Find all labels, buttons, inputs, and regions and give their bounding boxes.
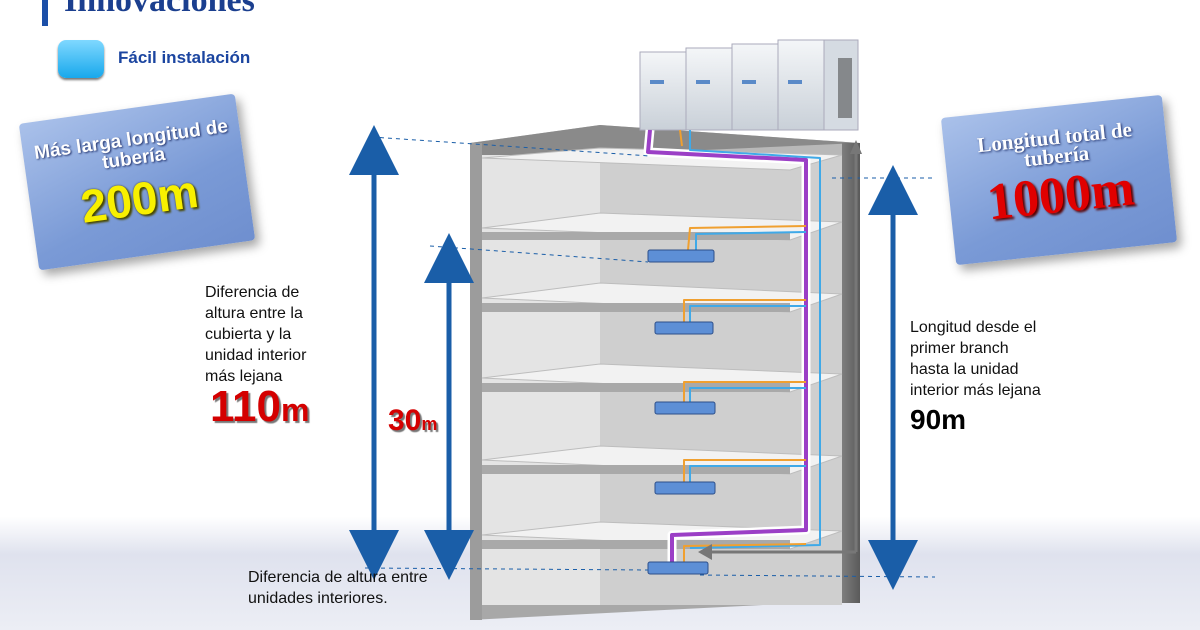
annotation-line: Longitud desde el bbox=[910, 319, 1037, 336]
unit-logos bbox=[650, 80, 802, 84]
branch-pointer-arrow bbox=[698, 140, 862, 560]
annotation-first-branch: Longitud desde el primer branch hasta la… bbox=[910, 317, 1041, 401]
outdoor-unit bbox=[731, 43, 779, 131]
page-title: Innovaciones bbox=[64, 0, 255, 19]
annotation-line: más lejana bbox=[205, 368, 283, 385]
title-accent-bar bbox=[42, 0, 48, 26]
blue-branches bbox=[689, 231, 807, 484]
value-30m: 30m bbox=[388, 404, 437, 438]
outdoor-unit bbox=[685, 47, 733, 131]
dimension-arrows bbox=[349, 125, 918, 590]
outdoor-units bbox=[639, 39, 859, 131]
orange-branches bbox=[683, 225, 807, 562]
annotation-line: unidades interiores. bbox=[248, 590, 388, 607]
fan-grille bbox=[838, 58, 852, 118]
callout-total-pipe-length: Longitud total de tubería 1000m bbox=[940, 94, 1178, 266]
bullet-icon bbox=[58, 40, 104, 78]
annotation-line: Diferencia de bbox=[205, 284, 300, 301]
section-subtitle: Fácil instalación bbox=[118, 48, 251, 67]
annotation-line: altura entre la bbox=[205, 305, 303, 322]
piping bbox=[643, 129, 821, 565]
value-number: 30 bbox=[388, 404, 422, 437]
value-unit: m bbox=[421, 414, 438, 434]
slab-edges bbox=[482, 232, 790, 549]
outdoor-unit bbox=[639, 51, 687, 131]
value-110m: 110m bbox=[210, 382, 309, 432]
value-number: 110 bbox=[210, 382, 281, 431]
blue-pipe bbox=[689, 130, 821, 549]
indoor-unit bbox=[654, 401, 716, 415]
indoor-unit bbox=[654, 481, 716, 495]
annotation-height-diff-roof: Diferencia de altura entre la cubierta y… bbox=[205, 282, 306, 387]
annotation-line: cubierta y la bbox=[205, 326, 292, 343]
annotation-line: interior más lejana bbox=[910, 382, 1041, 399]
callout-max-pipe-length: Más larga longitud de tubería 200m bbox=[18, 93, 256, 271]
main-pipe bbox=[646, 129, 808, 565]
annotation-line: Diferencia de altura entre bbox=[248, 569, 428, 586]
value-90m: 90m bbox=[910, 404, 967, 435]
annotation-line: hasta la unidad bbox=[910, 361, 1019, 378]
indoor-unit bbox=[654, 321, 714, 335]
annotation-line: unidad interior bbox=[205, 347, 307, 364]
outdoor-unit bbox=[777, 39, 825, 131]
indoor-units bbox=[647, 249, 716, 575]
building-left-wall bbox=[470, 143, 482, 620]
annotation-line: primer branch bbox=[910, 340, 1009, 357]
value-unit: m bbox=[280, 392, 310, 428]
indoor-unit bbox=[647, 561, 709, 575]
annotation-height-diff-indoor: Diferencia de altura entre unidades inte… bbox=[248, 567, 428, 609]
indoor-unit bbox=[647, 249, 715, 263]
